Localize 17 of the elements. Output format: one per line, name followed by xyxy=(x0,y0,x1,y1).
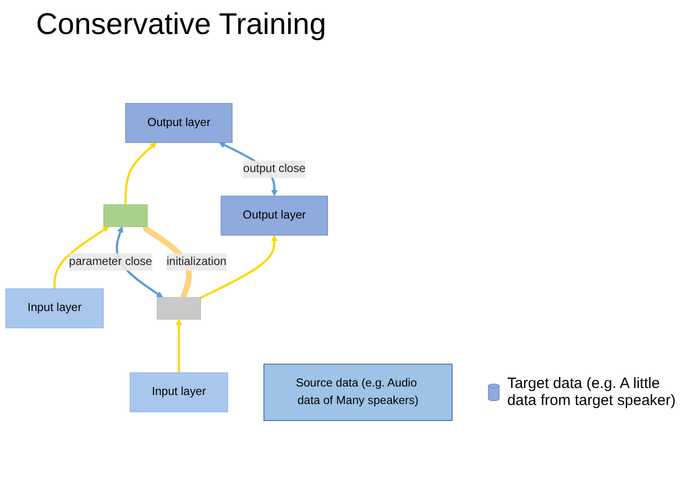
arrow xyxy=(176,318,182,373)
arrow xyxy=(53,226,110,289)
node-box xyxy=(156,297,201,320)
node-box xyxy=(103,204,148,227)
edge-label: output close xyxy=(243,162,306,176)
node-cylinder xyxy=(488,384,500,402)
node-box: Input layer xyxy=(130,372,228,412)
edge-label: parameter close xyxy=(69,255,152,268)
diagram-title: Conservative Training xyxy=(36,8,326,42)
node-box: Input layer xyxy=(5,288,104,328)
arrow xyxy=(200,234,278,299)
node-box: Output layer xyxy=(125,103,233,143)
node-caption: Target data (e.g. A little data from target speaker) xyxy=(507,375,677,410)
node-box: Source data (e.g. Audio data of Many speakers) xyxy=(264,364,452,421)
node-box: Output layer xyxy=(220,196,328,236)
arrow xyxy=(124,142,157,205)
edge-label: initialization xyxy=(166,255,226,268)
